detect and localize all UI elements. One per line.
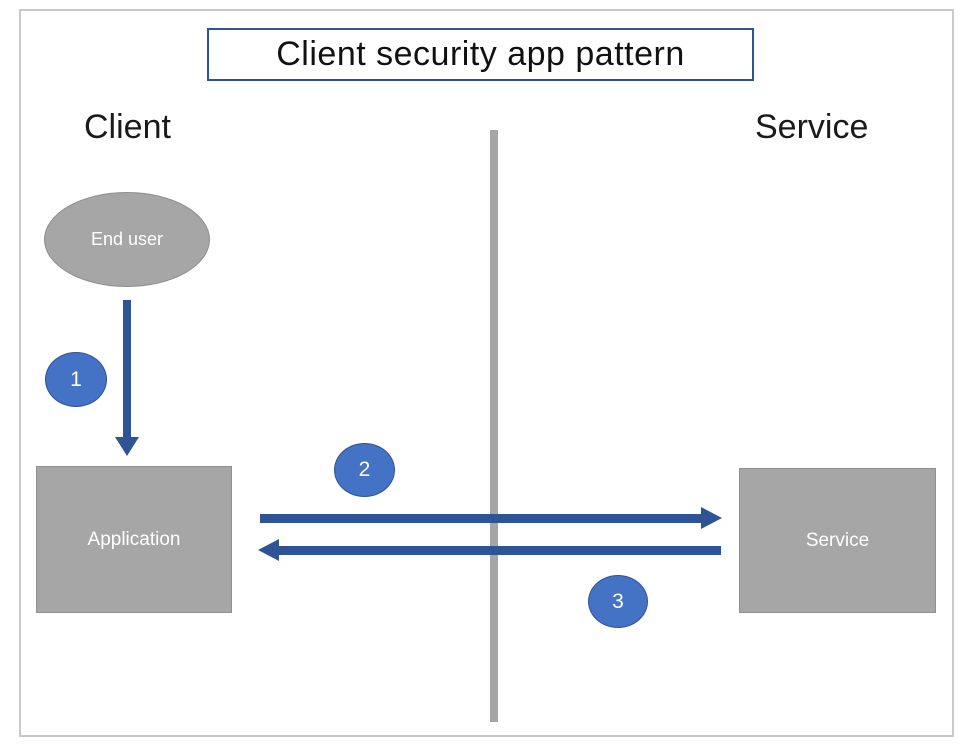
step-1-label: 1 [70, 367, 82, 391]
service-label: Service [805, 529, 870, 551]
step-2-label: 2 [358, 458, 371, 481]
diagram-frame [19, 9, 954, 737]
client-service-divider [490, 130, 498, 722]
step-3-label: 3 [612, 589, 624, 613]
arrow-application-to-service-line [260, 514, 703, 523]
end-user-label: End user [90, 229, 164, 249]
arrow-service-to-application-head [258, 539, 279, 561]
arrow-application-to-service-head [701, 507, 722, 529]
title-box: Client security app pattern [207, 28, 754, 81]
step-badge-2: 2 [334, 443, 395, 497]
column-label-service: Service [755, 108, 869, 146]
application-label: Application [87, 528, 181, 550]
arrow-enduser-to-application-line [123, 300, 131, 438]
step-badge-3: 3 [588, 575, 648, 628]
application-node: Application [36, 466, 232, 613]
column-label-client: Client [84, 108, 171, 146]
page-title: Client security app pattern [276, 35, 685, 73]
arrow-service-to-application-line [278, 546, 721, 555]
service-node: Service [739, 468, 936, 613]
step-badge-1: 1 [45, 352, 107, 407]
arrow-enduser-to-application-head [115, 437, 139, 456]
end-user-node: End user [44, 192, 210, 287]
